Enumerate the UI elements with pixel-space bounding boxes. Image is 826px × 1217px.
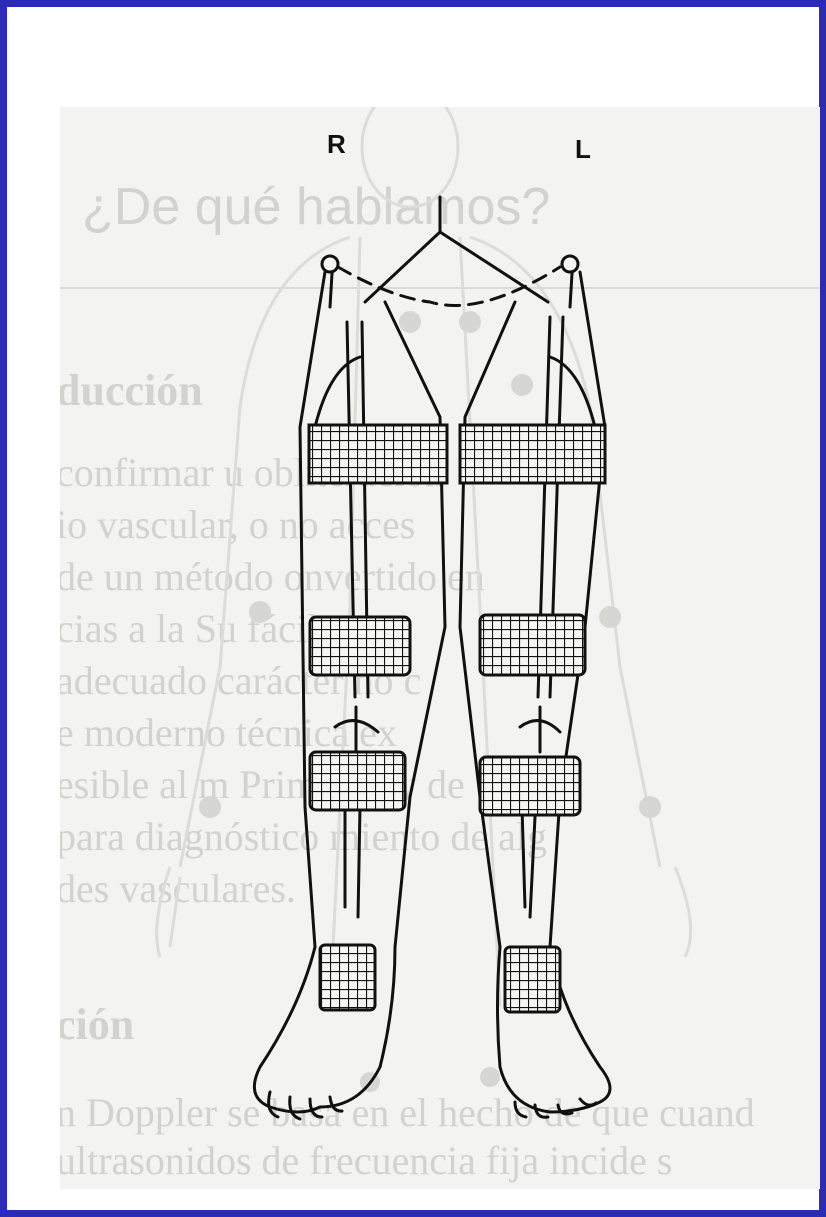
left-above-knee-cuff bbox=[480, 615, 585, 675]
left-knee-marker bbox=[520, 707, 560, 752]
left-hip-joint bbox=[562, 256, 578, 272]
leg-cuff-diagram bbox=[60, 107, 820, 1189]
right-below-knee-cuff bbox=[310, 752, 405, 810]
hip-dashed-line bbox=[338, 267, 560, 305]
right-above-knee-cuff bbox=[310, 617, 410, 675]
right-rod-lower bbox=[345, 807, 360, 917]
scanned-illustration: ¿De qué hablamos? ducción confirmar u ob… bbox=[60, 107, 820, 1189]
left-thigh-cuff bbox=[460, 425, 605, 483]
left-below-knee-cuff bbox=[480, 757, 580, 815]
pelvis-v bbox=[365, 197, 548, 302]
left-side-label: L bbox=[575, 134, 591, 165]
right-knee-marker bbox=[335, 707, 378, 752]
right-ankle-cuff bbox=[320, 945, 375, 1010]
right-leg-outline bbox=[300, 272, 445, 947]
left-rod-lower bbox=[522, 807, 535, 917]
left-ankle-cuff bbox=[505, 947, 560, 1012]
right-hip-joint bbox=[322, 256, 338, 272]
right-thigh-inner bbox=[315, 357, 360, 427]
right-side-label: R bbox=[327, 129, 346, 160]
left-thigh-inner bbox=[550, 357, 595, 427]
right-thigh-cuff bbox=[309, 425, 447, 483]
slide-frame: ¿De qué hablamos? ducción confirmar u ob… bbox=[7, 7, 819, 1210]
